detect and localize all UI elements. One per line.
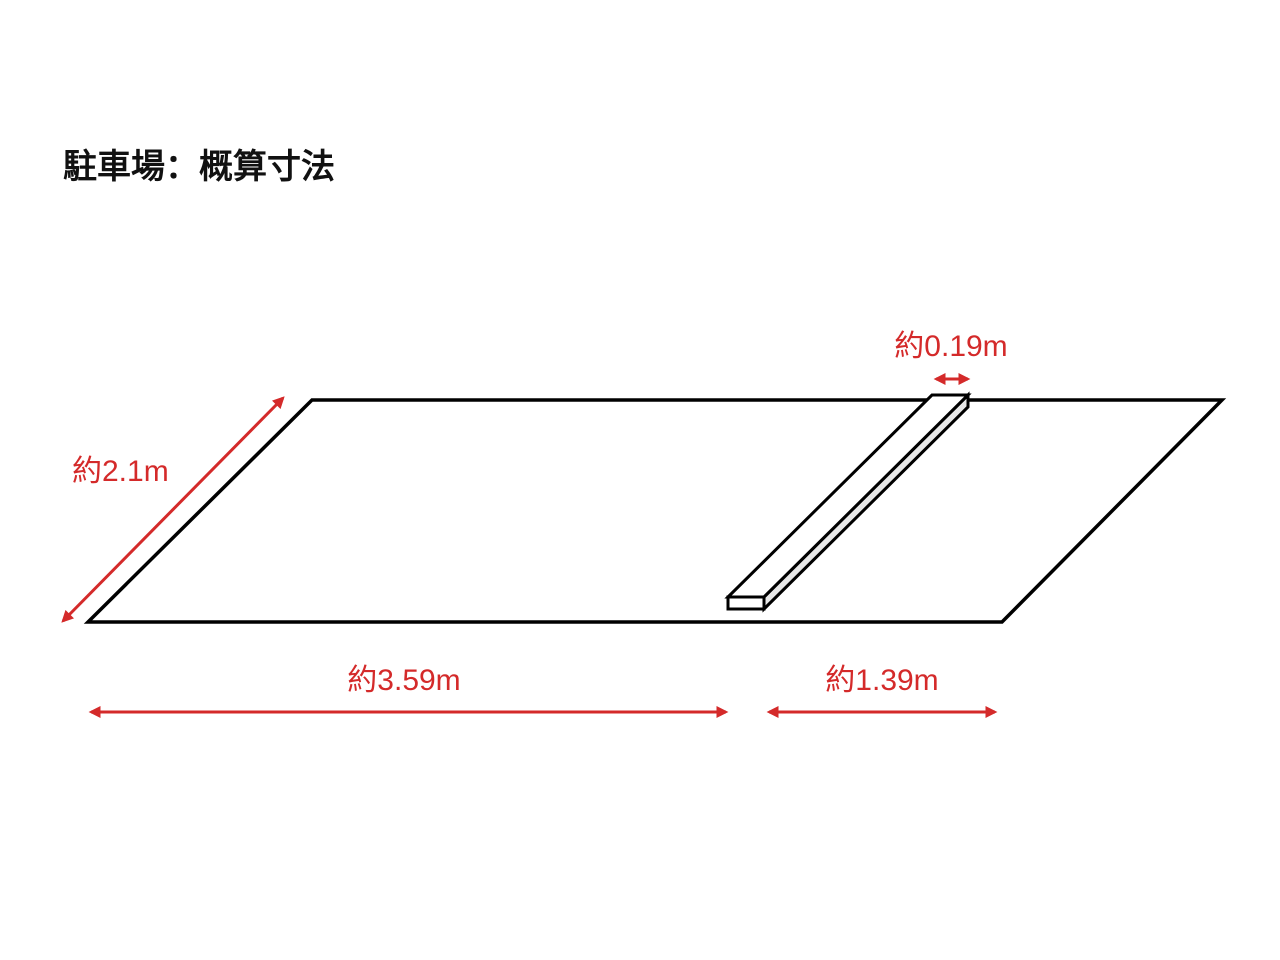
depth-label: 約2.1m xyxy=(72,455,169,488)
page-title: 駐車場：概算寸法 xyxy=(63,148,335,186)
front-length-label: 約3.59m xyxy=(347,664,460,697)
wheel-stopper xyxy=(724,391,972,613)
parking-space-outline xyxy=(83,398,1227,624)
depth-arrow xyxy=(61,396,285,623)
stopper-width-label: 約0.19m xyxy=(894,330,1007,363)
rear-length-label: 約1.39m xyxy=(825,664,938,697)
